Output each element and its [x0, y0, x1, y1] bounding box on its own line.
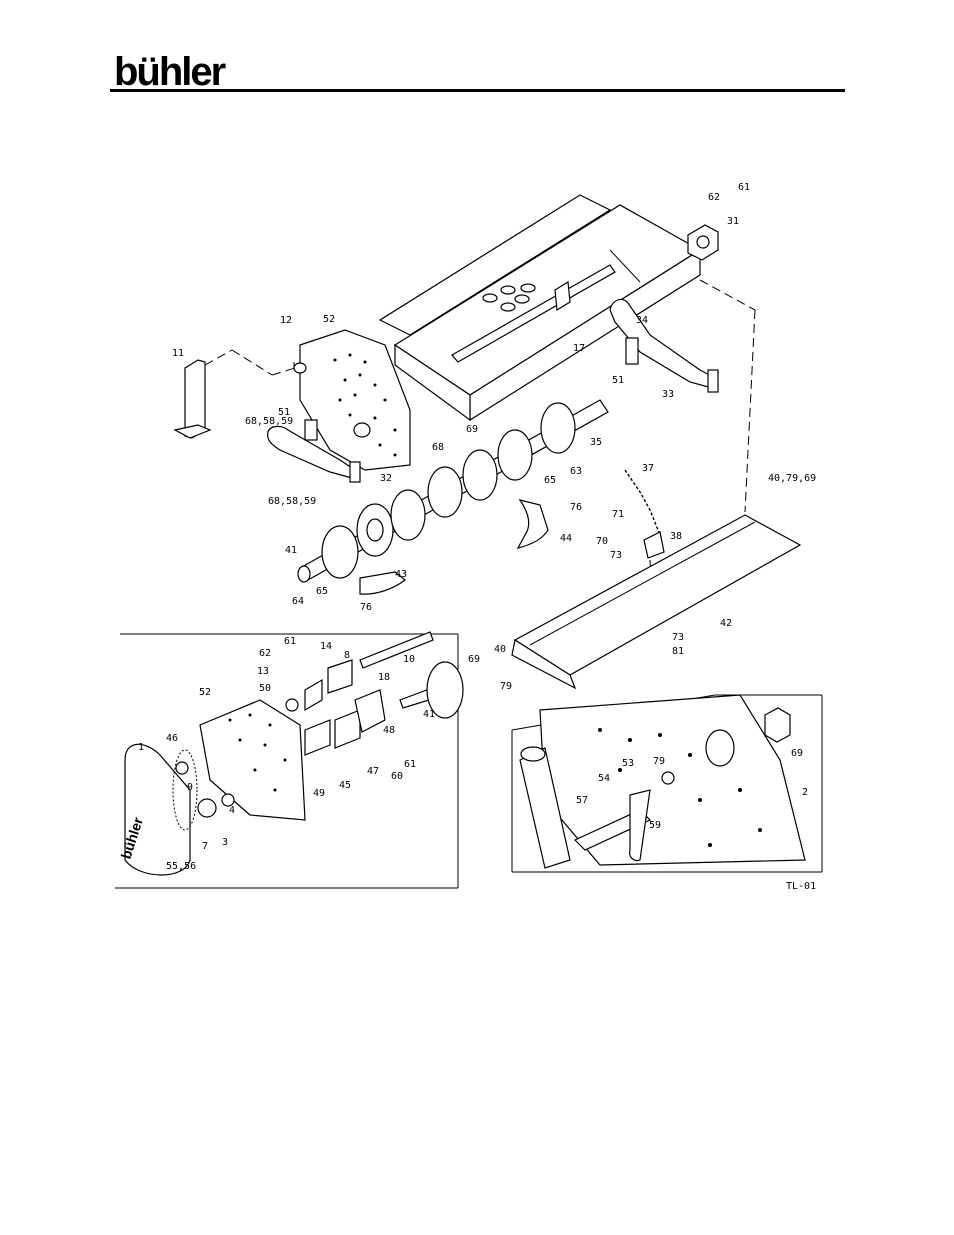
label-73-lower: 73 [672, 632, 684, 643]
label-61-inset: 61 [284, 636, 296, 647]
label-73-upper: 73 [610, 550, 622, 561]
label-14: 14 [320, 641, 332, 652]
brand-name: bühler [114, 50, 226, 94]
label-40: 40 [494, 644, 506, 655]
header-rule [110, 89, 845, 92]
label-54: 54 [598, 773, 610, 784]
brand-logo: bühler [114, 50, 226, 94]
label-51-right: 51 [612, 375, 624, 386]
label-18: 18 [378, 672, 390, 683]
label-52: 52 [323, 314, 335, 325]
label-43: 43 [395, 569, 407, 580]
label-61-inset-lower: 61 [404, 759, 416, 770]
label-34: 34 [636, 315, 648, 326]
label-53: 53 [622, 758, 634, 769]
label-38: 38 [670, 531, 682, 542]
label-45: 45 [339, 780, 351, 791]
label-48: 48 [383, 725, 395, 736]
label-59: 59 [649, 820, 661, 831]
label-44: 44 [560, 533, 572, 544]
label-42: 42 [720, 618, 732, 629]
label-63: 63 [570, 466, 582, 477]
chain-bracket [624, 469, 665, 593]
right-skid [609, 279, 756, 513]
label-55-56: 55,56 [166, 861, 196, 872]
label-81: 81 [672, 646, 684, 657]
label-69: 69 [466, 424, 478, 435]
label-3: 3 [222, 837, 228, 848]
label-61: 61 [738, 182, 750, 193]
stand [173, 349, 296, 439]
label-68-58-59-bottom: 68,58,59 [268, 496, 316, 507]
rotor-shaft [297, 399, 609, 583]
label-50: 50 [259, 683, 271, 694]
label-49: 49 [313, 788, 325, 799]
frame-hood [378, 194, 702, 422]
label-52-inset: 52 [199, 687, 211, 698]
label-65-lower: 65 [316, 586, 328, 597]
label-1: 1 [138, 742, 144, 753]
label-69-mid: 69 [468, 654, 480, 665]
tine-detail-inset [511, 694, 823, 873]
label-65-upper: 65 [544, 475, 556, 486]
label-17: 17 [573, 343, 585, 354]
rear-shield [511, 514, 802, 690]
label-12: 12 [280, 315, 292, 326]
label-31: 31 [727, 216, 739, 227]
label-7: 7 [202, 841, 208, 852]
label-9: 9 [187, 782, 193, 793]
label-68: 68 [432, 442, 444, 453]
label-40-79-69: 40,79,69 [768, 473, 816, 484]
label-8: 8 [344, 650, 350, 661]
label-69-detail: 69 [791, 748, 803, 759]
part-labels: 11 12 52 17 62 61 31 34 51 33 51 68,58,5… [138, 182, 816, 892]
label-46: 46 [166, 733, 178, 744]
label-64: 64 [292, 596, 304, 607]
drive-detail-inset: bühler [115, 631, 464, 889]
label-70: 70 [596, 536, 608, 547]
label-11: 11 [172, 348, 184, 359]
label-47: 47 [367, 766, 379, 777]
left-skid [267, 419, 361, 483]
label-76-upper: 76 [570, 502, 582, 513]
label-41-main: 41 [285, 545, 297, 556]
label-71: 71 [612, 509, 624, 520]
label-33: 33 [662, 389, 674, 400]
label-37: 37 [642, 463, 654, 474]
figure-code: TL-01 [786, 881, 816, 892]
label-79-detail: 79 [653, 756, 665, 767]
label-41-inset: 41 [423, 709, 435, 720]
tines [359, 499, 549, 595]
label-35: 35 [590, 437, 602, 448]
label-10: 10 [403, 654, 415, 665]
label-60: 60 [391, 771, 403, 782]
label-13: 13 [257, 666, 269, 677]
label-2: 2 [802, 787, 808, 798]
label-68-58-59-top: 68,58,59 [245, 416, 293, 427]
label-62-inset: 62 [259, 648, 271, 659]
label-32: 32 [380, 473, 392, 484]
label-79-mid: 79 [500, 681, 512, 692]
left-side-plate [293, 329, 411, 471]
label-57: 57 [576, 795, 588, 806]
right-bearing [687, 224, 719, 261]
label-76-lower: 76 [360, 602, 372, 613]
label-4: 4 [229, 805, 235, 816]
label-62: 62 [708, 192, 720, 203]
label-51-left: 51 [278, 407, 290, 418]
